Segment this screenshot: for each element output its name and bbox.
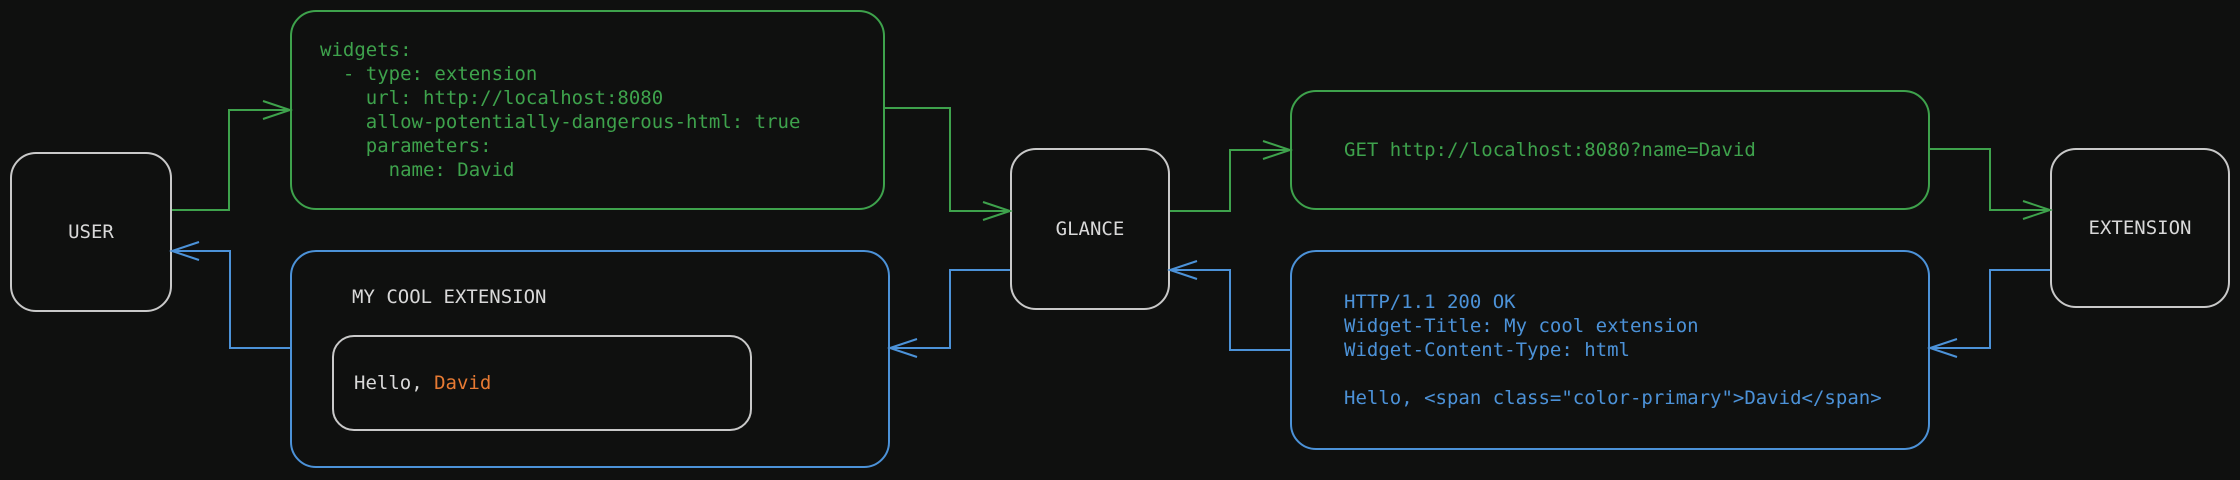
user-node-label: USER — [68, 221, 114, 243]
arrowhead-response-to-glance — [1166, 260, 1198, 280]
arrowhead-extension-to-response — [1926, 338, 1958, 358]
arrow-extension-to-response — [1932, 269, 2050, 349]
arrow-response-to-glance — [1172, 269, 1290, 351]
widget-preview-box: MY COOL EXTENSION Hello, David — [290, 250, 890, 468]
arrow-config-to-glance — [885, 107, 1008, 212]
arrow-user-to-config — [172, 109, 288, 211]
http-request-text: GET http://localhost:8080?name=David — [1344, 139, 1756, 161]
http-response-box: HTTP/1.1 200 OK Widget-Title: My cool ex… — [1290, 250, 1930, 450]
user-node: USER — [10, 152, 172, 312]
arrowhead-glance-to-request — [1262, 140, 1294, 160]
arrow-glance-to-preview — [892, 269, 1010, 349]
extension-node: EXTENSION — [2050, 148, 2230, 308]
glance-node: GLANCE — [1010, 148, 1170, 310]
widget-greeting-box: Hello, David — [332, 335, 752, 431]
arrow-preview-to-user — [174, 250, 290, 349]
arrowhead-user-to-config — [262, 100, 294, 120]
arrowhead-config-to-glance — [982, 201, 1014, 221]
widget-greeting-text: Hello, David — [334, 372, 491, 394]
greeting-prefix: Hello, — [354, 372, 435, 394]
arrow-glance-to-request — [1170, 149, 1288, 212]
glance-node-label: GLANCE — [1055, 218, 1125, 240]
extension-node-label: EXTENSION — [2088, 217, 2192, 239]
arrowhead-request-to-extension — [2022, 200, 2054, 220]
greeting-name: David — [434, 372, 492, 394]
widget-preview-title: MY COOL EXTENSION — [352, 286, 547, 308]
config-yaml-box: widgets: - type: extension url: http://l… — [290, 10, 885, 210]
arrowhead-glance-to-preview — [886, 338, 918, 358]
arrowhead-preview-to-user — [168, 241, 200, 261]
http-response-code: HTTP/1.1 200 OK Widget-Title: My cool ex… — [1344, 291, 1882, 409]
arrow-request-to-extension — [1930, 148, 2048, 211]
config-yaml-code: widgets: - type: extension url: http://l… — [320, 39, 801, 181]
http-request-box: GET http://localhost:8080?name=David — [1290, 90, 1930, 210]
